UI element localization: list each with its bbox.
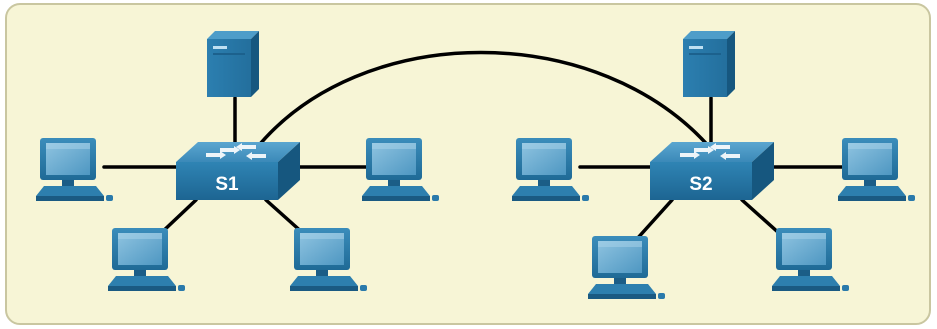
link-s2-pc-s2-bottom-right [740,198,782,236]
trunk-link-s1-s2 [253,50,714,152]
switch-s1-label: S1 [215,174,239,195]
server-icon [683,31,735,97]
connection-links [102,50,846,242]
server-icon [207,31,259,97]
switch-s2: S2 [650,142,774,200]
switch-s1: S1 [176,142,300,200]
switch-s2-label: S2 [689,174,712,195]
link-s2-pc-s2-bottom-left [634,198,674,242]
